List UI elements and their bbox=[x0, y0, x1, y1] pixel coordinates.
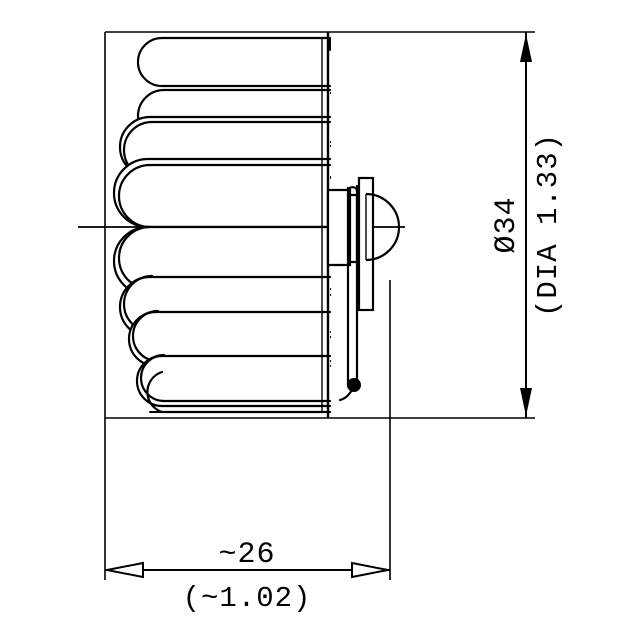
diameter-dimension bbox=[520, 32, 532, 418]
lead-wire-cap-top bbox=[346, 186, 359, 192]
shaft-assembly bbox=[326, 188, 359, 267]
diameter-secondary-label: (DIA 1.33) bbox=[532, 133, 565, 317]
coil-turn-lower-4b bbox=[139, 353, 332, 403]
rounded-end-cap bbox=[365, 192, 401, 262]
diameter-arrow-bottom bbox=[520, 388, 532, 416]
length-dimension bbox=[105, 561, 390, 579]
shaft-hub-block bbox=[326, 188, 352, 267]
end-cap-arc bbox=[365, 192, 401, 262]
lead-terminal-dot bbox=[347, 378, 361, 392]
length-arrow-right bbox=[351, 561, 389, 579]
length-secondary-label: (~1.02) bbox=[183, 582, 312, 615]
coil-bottom-return bbox=[146, 370, 332, 414]
length-primary-label: ~26 bbox=[218, 538, 275, 572]
coil-winding-stack bbox=[112, 36, 332, 414]
length-arrow-left bbox=[106, 561, 144, 579]
extension-lines bbox=[104, 31, 535, 580]
diameter-primary-label: Ø34 bbox=[490, 196, 524, 253]
coil-turn-lower-4 bbox=[135, 354, 332, 408]
coil-turn-upper-1 bbox=[136, 36, 332, 88]
diameter-arrow-top bbox=[520, 34, 532, 62]
coil-turn-upper-4b bbox=[117, 163, 332, 229]
coil-turn-upper-4 bbox=[112, 157, 332, 229]
